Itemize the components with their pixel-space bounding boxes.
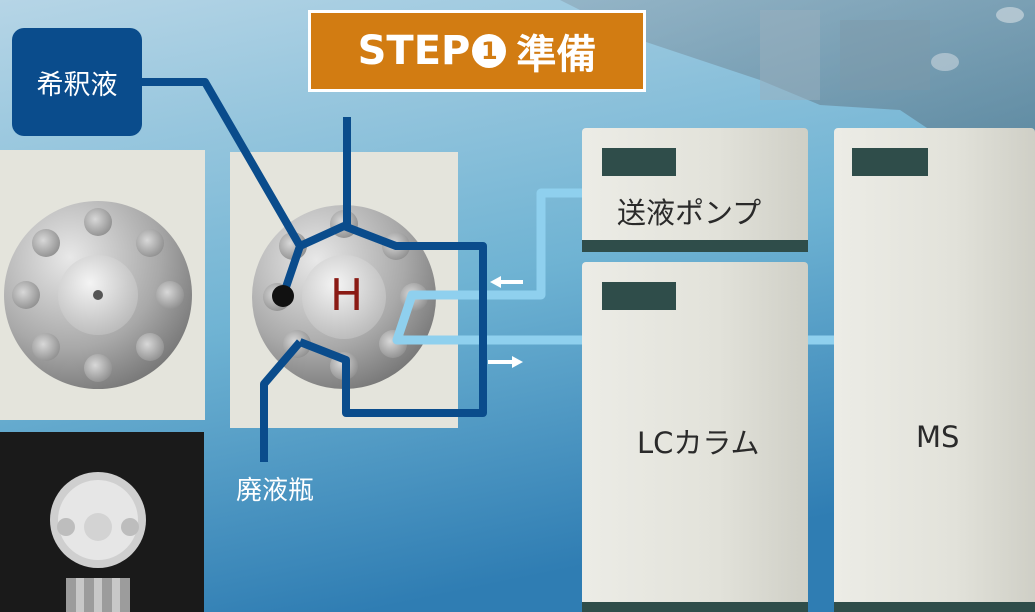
flow-arrow-right <box>488 356 523 368</box>
syringe-head-icon <box>50 472 146 612</box>
ms-label: MS <box>916 420 960 454</box>
machine-part <box>840 20 930 90</box>
step-name: 準備 <box>516 32 597 78</box>
active-port-dot <box>272 285 294 307</box>
flow-arrow-left <box>490 276 523 288</box>
mobile-phase-line <box>392 188 834 345</box>
lc-column-label: LCカラム <box>637 426 760 460</box>
step-word: STEP <box>357 28 471 74</box>
sample-loop-line <box>298 117 487 417</box>
machine-part <box>996 7 1024 23</box>
step-title-banner: STEP 1 準備 <box>308 10 646 92</box>
diluent-box: 希釈液 <box>12 28 142 136</box>
lc-column-unit <box>582 262 808 612</box>
step-number-badge: 1 <box>472 34 507 68</box>
machine-part <box>931 53 959 71</box>
left-valve-disc <box>4 201 192 389</box>
pump-unit <box>582 128 808 252</box>
diluent-line <box>142 78 304 298</box>
machine-part <box>760 10 820 100</box>
waste-line <box>260 339 304 462</box>
valve-position-label: H <box>330 270 364 321</box>
diluent-label: 希釈液 <box>36 69 118 101</box>
ms-unit <box>834 128 1035 612</box>
waste-bottle-label: 廃液瓶 <box>236 476 315 506</box>
pump-label: 送液ポンプ <box>617 196 762 230</box>
